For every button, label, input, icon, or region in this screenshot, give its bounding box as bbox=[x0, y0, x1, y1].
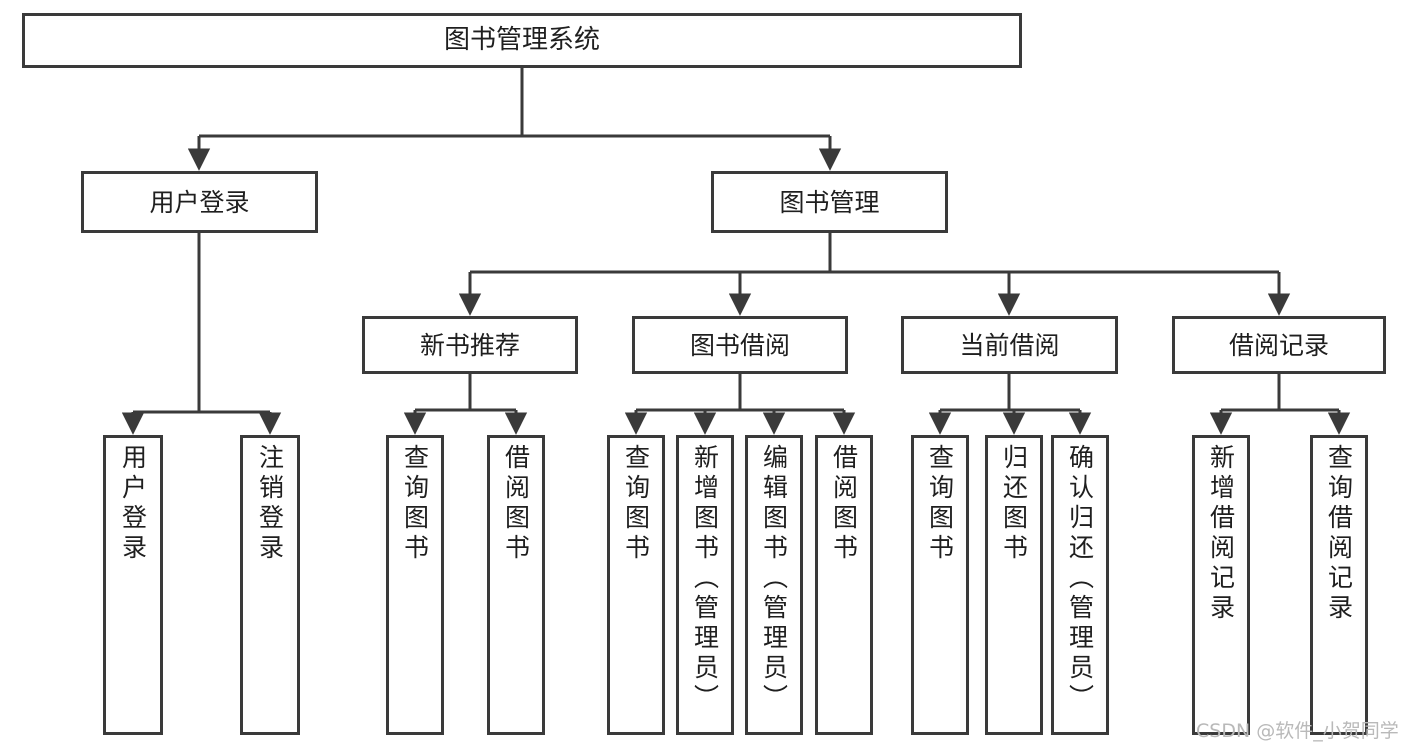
leaf-confirm-return-admin[interactable]: 确认归还（管理员） bbox=[1051, 435, 1109, 735]
leaf-add-book-admin[interactable]: 新增图书（管理员） bbox=[676, 435, 734, 735]
node-root[interactable]: 图书管理系统 bbox=[22, 13, 1022, 68]
node-root-label: 图书管理系统 bbox=[443, 25, 600, 56]
node-book-management[interactable]: 图书管理 bbox=[711, 171, 948, 233]
leaf-logout[interactable]: 注销登录 bbox=[240, 435, 300, 735]
node-current-borrow-label: 当前借阅 bbox=[959, 330, 1060, 360]
leaf-return-book[interactable]: 归还图书 bbox=[985, 435, 1043, 735]
leaf-query-borrow-record-label: 查询借阅记录 bbox=[1324, 444, 1354, 624]
node-current-borrow[interactable]: 当前借阅 bbox=[901, 316, 1118, 374]
node-book-borrow[interactable]: 图书借阅 bbox=[632, 316, 848, 374]
leaf-query-book-current[interactable]: 查询图书 bbox=[911, 435, 969, 735]
leaf-query-borrow-record[interactable]: 查询借阅记录 bbox=[1310, 435, 1368, 735]
watermark: CSDN @软件_小贺同学 bbox=[1196, 720, 1399, 742]
leaf-borrow-book-rec[interactable]: 借阅图书 bbox=[487, 435, 545, 735]
leaf-borrow-book[interactable]: 借阅图书 bbox=[815, 435, 873, 735]
leaf-user-login[interactable]: 用户登录 bbox=[103, 435, 163, 735]
leaf-edit-book-admin[interactable]: 编辑图书（管理员） bbox=[745, 435, 803, 735]
leaf-user-login-label: 用户登录 bbox=[118, 444, 148, 564]
node-user-login[interactable]: 用户登录 bbox=[81, 171, 318, 233]
leaf-add-borrow-record[interactable]: 新增借阅记录 bbox=[1192, 435, 1250, 735]
leaf-query-book-current-label: 查询图书 bbox=[925, 444, 955, 564]
leaf-borrow-book-label: 借阅图书 bbox=[829, 444, 859, 564]
node-new-book-recommend-label: 新书推荐 bbox=[419, 330, 520, 360]
leaf-return-book-label: 归还图书 bbox=[999, 444, 1029, 564]
leaf-query-book-rec[interactable]: 查询图书 bbox=[386, 435, 444, 735]
leaf-query-book-borrow-label: 查询图书 bbox=[621, 444, 651, 564]
node-borrow-record[interactable]: 借阅记录 bbox=[1172, 316, 1386, 374]
leaf-borrow-book-rec-label: 借阅图书 bbox=[501, 444, 531, 564]
leaf-add-book-admin-label: 新增图书（管理员） bbox=[690, 444, 720, 714]
node-book-borrow-label: 图书借阅 bbox=[689, 330, 790, 360]
node-new-book-recommend[interactable]: 新书推荐 bbox=[362, 316, 578, 374]
node-borrow-record-label: 借阅记录 bbox=[1228, 330, 1329, 360]
leaf-query-book-borrow[interactable]: 查询图书 bbox=[607, 435, 665, 735]
leaf-logout-label: 注销登录 bbox=[255, 444, 285, 564]
leaf-edit-book-admin-label: 编辑图书（管理员） bbox=[759, 444, 789, 714]
node-user-login-label: 用户登录 bbox=[149, 187, 250, 217]
leaf-confirm-return-admin-label: 确认归还（管理员） bbox=[1065, 444, 1095, 714]
leaf-query-book-rec-label: 查询图书 bbox=[400, 444, 430, 564]
leaf-add-borrow-record-label: 新增借阅记录 bbox=[1206, 444, 1236, 624]
node-book-management-label: 图书管理 bbox=[779, 187, 880, 217]
